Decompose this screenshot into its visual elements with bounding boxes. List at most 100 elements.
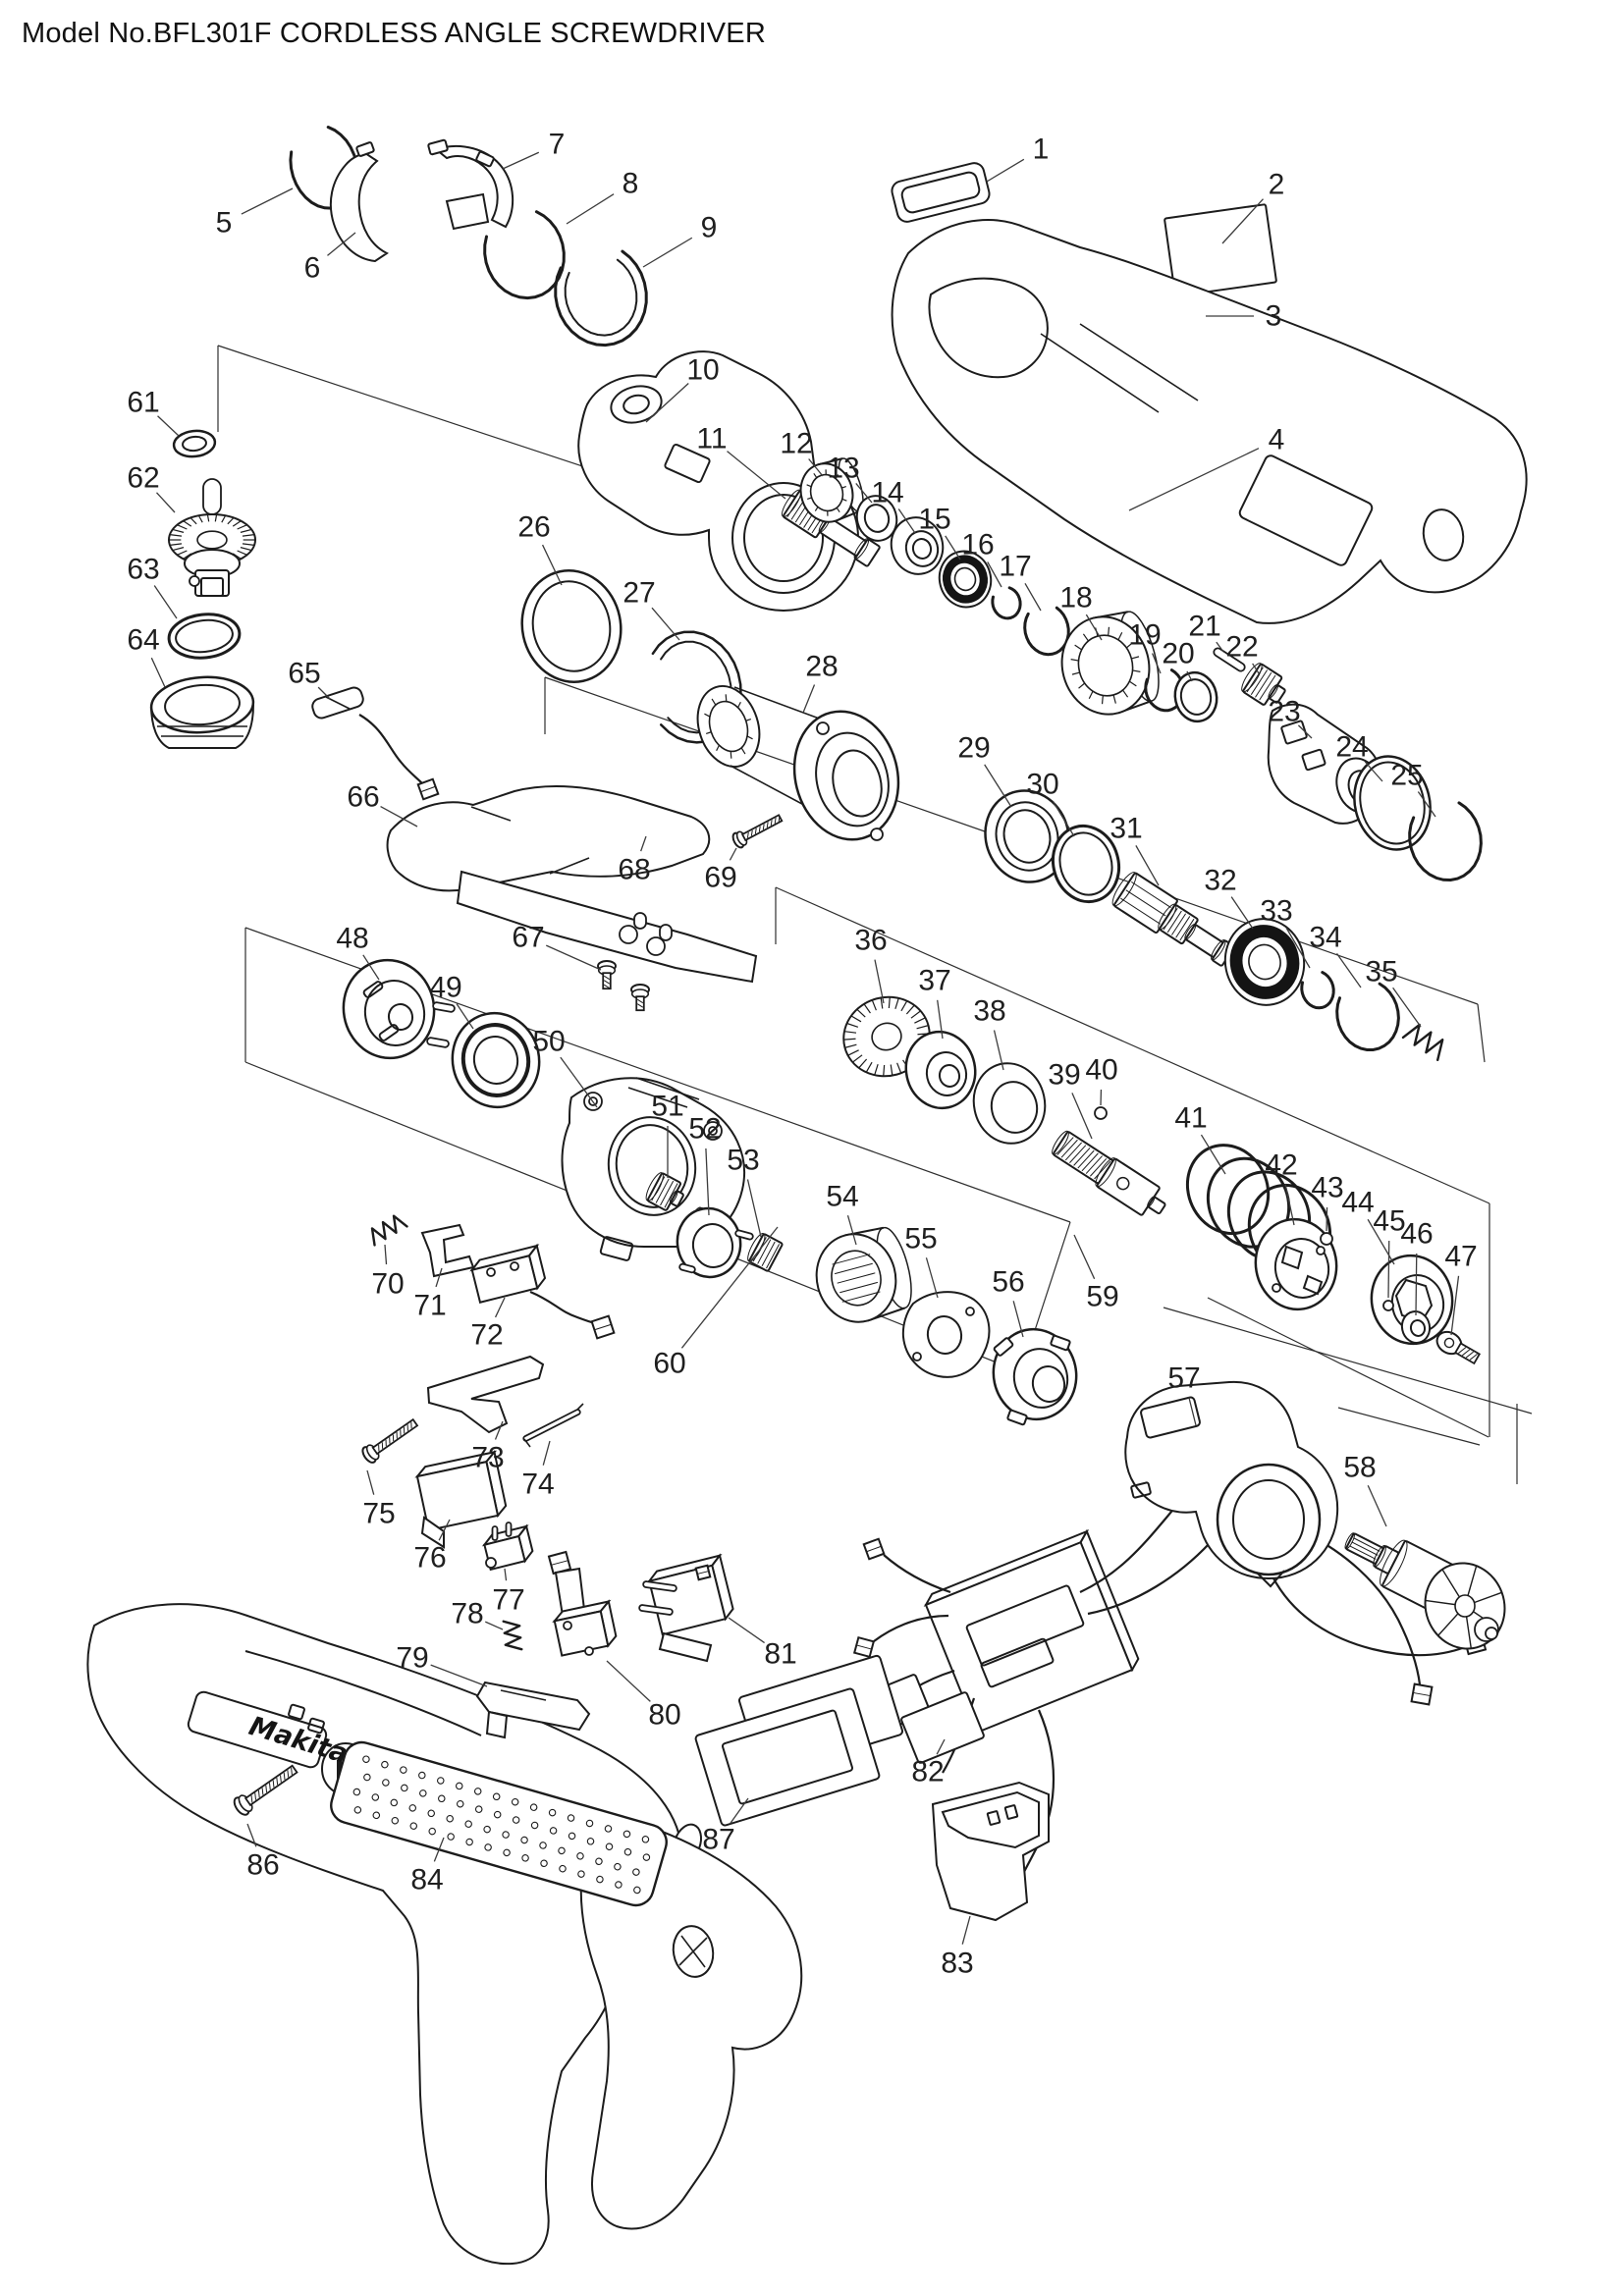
part-84 bbox=[330, 1740, 668, 1907]
part-number-68: 68 bbox=[618, 854, 650, 886]
leader-25 bbox=[1417, 791, 1436, 818]
part-67 bbox=[597, 960, 650, 1012]
leader-39 bbox=[1071, 1093, 1093, 1140]
part-14 bbox=[890, 516, 945, 575]
part-87 bbox=[694, 1654, 904, 1827]
leader-32 bbox=[1230, 896, 1254, 930]
leader-59 bbox=[1073, 1234, 1096, 1280]
part-61 bbox=[172, 429, 217, 458]
part-number-48: 48 bbox=[336, 923, 368, 955]
part-number-84: 84 bbox=[410, 1864, 443, 1896]
part-number-26: 26 bbox=[517, 511, 550, 544]
leader-53 bbox=[746, 1179, 762, 1238]
leader-57 bbox=[1188, 1397, 1197, 1426]
part-25 bbox=[1408, 801, 1483, 882]
leader-36 bbox=[874, 959, 885, 1004]
part-number-1: 1 bbox=[1033, 133, 1050, 166]
part-number-15: 15 bbox=[918, 504, 950, 536]
part-number-34: 34 bbox=[1309, 922, 1341, 954]
part-81 bbox=[638, 1553, 734, 1663]
part-number-66: 66 bbox=[347, 781, 379, 814]
part-16 bbox=[991, 586, 1022, 620]
part-number-14: 14 bbox=[871, 477, 903, 509]
part-number-71: 71 bbox=[413, 1290, 446, 1322]
leader-35 bbox=[1392, 987, 1422, 1028]
leader-21 bbox=[1216, 641, 1224, 653]
part-number-20: 20 bbox=[1162, 638, 1194, 670]
part-32 bbox=[1223, 918, 1306, 1006]
leader-79 bbox=[430, 1664, 488, 1687]
part-number-28: 28 bbox=[805, 651, 838, 683]
part-29 bbox=[984, 789, 1070, 883]
leader-45 bbox=[1387, 1240, 1390, 1299]
part-number-55: 55 bbox=[904, 1223, 937, 1255]
part-number-37: 37 bbox=[918, 965, 950, 997]
part-number-67: 67 bbox=[512, 922, 544, 954]
part-number-4: 4 bbox=[1269, 424, 1285, 456]
leader-9 bbox=[642, 237, 693, 268]
part-number-8: 8 bbox=[623, 168, 639, 200]
part-6 bbox=[329, 141, 389, 263]
part-13 bbox=[855, 495, 898, 542]
leader-60 bbox=[680, 1226, 779, 1349]
part-21 bbox=[1213, 647, 1246, 672]
leader-69 bbox=[729, 847, 737, 861]
part-18 bbox=[1060, 611, 1160, 716]
part-number-53: 53 bbox=[727, 1145, 759, 1177]
part-number-42: 42 bbox=[1265, 1149, 1297, 1182]
leader-49 bbox=[456, 1003, 474, 1030]
leader-17 bbox=[1024, 582, 1042, 612]
part-number-57: 57 bbox=[1167, 1362, 1200, 1395]
leader-54 bbox=[846, 1215, 857, 1246]
part-number-40: 40 bbox=[1085, 1054, 1117, 1087]
part-number-83: 83 bbox=[941, 1948, 973, 1980]
leader-52 bbox=[705, 1148, 710, 1216]
leader-41 bbox=[1200, 1134, 1226, 1175]
part-number-64: 64 bbox=[127, 624, 159, 657]
part-72 bbox=[469, 1243, 616, 1340]
leader-78 bbox=[485, 1621, 504, 1630]
leader-87 bbox=[730, 1797, 749, 1825]
part-47 bbox=[1435, 1330, 1482, 1365]
leader-76 bbox=[438, 1519, 451, 1541]
part-number-86: 86 bbox=[246, 1849, 279, 1882]
part-number-41: 41 bbox=[1174, 1102, 1207, 1135]
part-number-33: 33 bbox=[1260, 895, 1292, 928]
part-71 bbox=[420, 1223, 475, 1278]
part-number-65: 65 bbox=[288, 658, 320, 690]
leader-8 bbox=[566, 193, 615, 225]
part-number-50: 50 bbox=[532, 1026, 565, 1058]
leader-5 bbox=[241, 187, 294, 215]
leader-34 bbox=[1336, 952, 1362, 988]
part-number-73: 73 bbox=[471, 1442, 504, 1474]
frame-line bbox=[1337, 1407, 1481, 1446]
part-number-87: 87 bbox=[702, 1824, 734, 1856]
part-number-62: 62 bbox=[127, 462, 159, 495]
leader-15 bbox=[945, 535, 961, 561]
part-number-29: 29 bbox=[957, 732, 990, 765]
part-number-54: 54 bbox=[826, 1181, 858, 1213]
part-number-24: 24 bbox=[1335, 731, 1368, 764]
leader-26 bbox=[541, 544, 563, 586]
part-number-60: 60 bbox=[653, 1348, 685, 1380]
part-82 bbox=[860, 1674, 985, 1764]
part-4 bbox=[891, 219, 1528, 624]
part-77 bbox=[481, 1522, 534, 1572]
part-number-38: 38 bbox=[973, 995, 1005, 1028]
leader-82 bbox=[936, 1738, 946, 1755]
part-73 bbox=[426, 1355, 545, 1434]
leader-58 bbox=[1367, 1484, 1387, 1527]
part-number-70: 70 bbox=[371, 1268, 404, 1301]
leader-50 bbox=[560, 1056, 598, 1108]
part-63 bbox=[167, 613, 242, 660]
leader-4 bbox=[1128, 448, 1260, 511]
frame-line bbox=[1207, 1297, 1489, 1438]
part-number-58: 58 bbox=[1343, 1452, 1376, 1484]
part-number-36: 36 bbox=[854, 925, 887, 957]
part-9 bbox=[554, 249, 648, 347]
part-number-43: 43 bbox=[1311, 1172, 1343, 1204]
leader-13 bbox=[855, 482, 873, 504]
part-number-76: 76 bbox=[413, 1542, 446, 1575]
leader-38 bbox=[993, 1030, 1004, 1071]
part-49 bbox=[451, 1011, 541, 1109]
